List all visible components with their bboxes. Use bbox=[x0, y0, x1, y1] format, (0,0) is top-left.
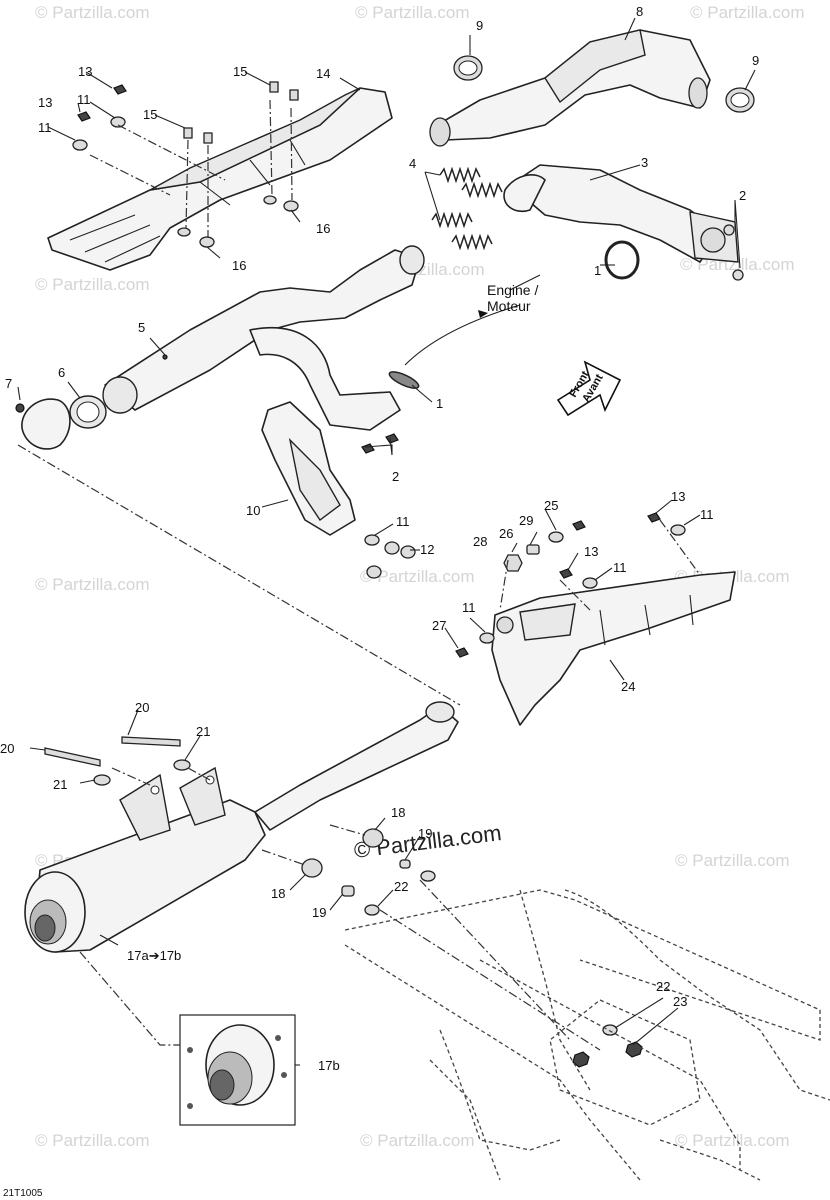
hardware-11-12 bbox=[361, 433, 416, 579]
air-duct-8 bbox=[429, 29, 711, 147]
callout-21: 21 bbox=[53, 777, 67, 792]
callout-13: 13 bbox=[38, 95, 52, 110]
watermark: © Partzilla.com bbox=[360, 567, 475, 586]
callout-11: 11 bbox=[613, 560, 627, 575]
ring-6 bbox=[69, 395, 107, 429]
document-id: 21T1005 bbox=[3, 1188, 43, 1199]
callout-29: 29 bbox=[519, 513, 533, 528]
callout-11: 11 bbox=[77, 92, 91, 107]
callout-9: 9 bbox=[752, 53, 759, 68]
hardware-13-15-16 bbox=[72, 81, 299, 248]
callout-24: 24 bbox=[621, 679, 635, 694]
gasket-1 bbox=[604, 240, 640, 280]
watermark: © Partzilla.com bbox=[35, 3, 150, 22]
watermark: © Partzilla.com bbox=[355, 3, 470, 22]
callout-7: 7 bbox=[5, 376, 12, 391]
callout-22: 22 bbox=[656, 979, 670, 994]
callout-11: 11 bbox=[700, 507, 714, 522]
clamp-7 bbox=[15, 398, 71, 450]
watermark: © Partzilla.com bbox=[675, 1131, 790, 1150]
engine-label-en: Engine / bbox=[487, 282, 538, 298]
callout-17b: 17b bbox=[318, 1058, 340, 1073]
callout-14: 14 bbox=[316, 66, 330, 81]
vehicle-frame bbox=[344, 889, 830, 1181]
hardware-18-23 bbox=[44, 736, 643, 1068]
callout-17a: 17a➔17b bbox=[127, 948, 181, 963]
callouts: 9 8 9 13 15 14 13 11 15 11 4 3 2 16 16 1… bbox=[0, 4, 759, 1073]
callout-20: 20 bbox=[0, 741, 14, 756]
callout-13: 13 bbox=[78, 64, 92, 79]
callout-11: 11 bbox=[462, 600, 476, 615]
callout-13: 13 bbox=[584, 544, 598, 559]
hardware-25-29 bbox=[455, 512, 686, 658]
callout-1: 1 bbox=[594, 263, 601, 278]
callout-13: 13 bbox=[671, 489, 685, 504]
watermark: © Partzilla.com bbox=[360, 1131, 475, 1150]
engine-label-fr: Moteur bbox=[487, 298, 531, 314]
watermark: © Partzilla.com bbox=[35, 1131, 150, 1150]
callout-27: 27 bbox=[432, 618, 446, 633]
callout-15: 15 bbox=[143, 107, 157, 122]
callout-12: 12 bbox=[420, 542, 434, 557]
engine-label: Engine / Moteur bbox=[487, 282, 538, 314]
leader-lines bbox=[17, 17, 756, 1066]
callout-21: 21 bbox=[196, 724, 210, 739]
callout-6: 6 bbox=[58, 365, 65, 380]
heat-shield-14 bbox=[47, 87, 393, 271]
inset-17b bbox=[179, 1014, 296, 1126]
callout-25: 25 bbox=[544, 498, 558, 513]
callout-28: 28 bbox=[473, 534, 487, 549]
callout-16: 16 bbox=[316, 221, 330, 236]
clamp-9 bbox=[453, 55, 755, 113]
callout-22: 22 bbox=[394, 879, 408, 894]
heat-shield-10 bbox=[261, 401, 356, 536]
watermark: © Partzilla.com bbox=[675, 851, 790, 870]
callout-3: 3 bbox=[641, 155, 648, 170]
callout-5: 5 bbox=[138, 320, 145, 335]
callout-16: 16 bbox=[232, 258, 246, 273]
callout-19: 19 bbox=[312, 905, 326, 920]
callout-20: 20 bbox=[135, 700, 149, 715]
callout-26: 26 bbox=[499, 526, 513, 541]
front-arrow: Front Avant bbox=[556, 360, 622, 417]
watermark: © Partzilla.com bbox=[690, 3, 805, 22]
assembly-lines bbox=[17, 99, 701, 1051]
callout-10: 10 bbox=[246, 503, 260, 518]
callout-19: 19 bbox=[418, 826, 432, 841]
gasket-1 bbox=[388, 371, 420, 389]
callout-11: 11 bbox=[396, 514, 410, 529]
muffler-17a bbox=[24, 701, 459, 953]
callout-2: 2 bbox=[392, 469, 399, 484]
callout-18: 18 bbox=[391, 805, 405, 820]
callout-11: 11 bbox=[38, 120, 52, 135]
callout-23: 23 bbox=[673, 994, 687, 1009]
callout-2: 2 bbox=[739, 188, 746, 203]
exhaust-pipe-5 bbox=[102, 245, 425, 431]
callout-4: 4 bbox=[409, 156, 416, 171]
springs-4 bbox=[431, 166, 503, 251]
callout-15: 15 bbox=[233, 64, 247, 79]
callout-9: 9 bbox=[476, 18, 483, 33]
watermark: © Partzilla.com bbox=[35, 275, 150, 294]
exhaust-pipe-3 bbox=[503, 164, 744, 281]
callout-18: 18 bbox=[271, 886, 285, 901]
heat-shield-24 bbox=[491, 571, 736, 726]
watermark: © Partzilla.com bbox=[35, 575, 150, 594]
callout-8: 8 bbox=[636, 4, 643, 19]
callout-1: 1 bbox=[436, 396, 443, 411]
